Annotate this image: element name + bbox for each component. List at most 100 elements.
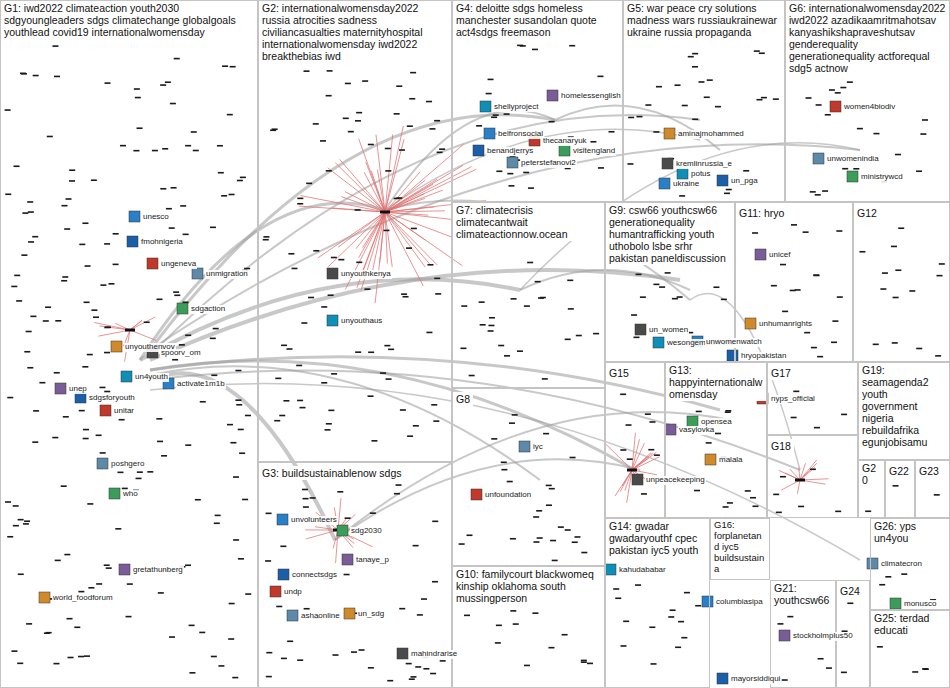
vertex-mark: [665, 272, 671, 274]
vertex-mark: [321, 382, 327, 384]
avatar-image: [100, 405, 111, 416]
hub-vertex: [795, 479, 805, 482]
vertex-mark: [79, 410, 85, 412]
vertex-mark: [552, 560, 558, 562]
vertex-mark: [628, 117, 634, 119]
vertex-mark: [495, 642, 501, 644]
group-panel: G22: [885, 460, 915, 518]
vertex-mark: [276, 606, 282, 608]
vertex-mark: [773, 494, 779, 496]
user-label: unhumanrights: [758, 320, 813, 329]
group-panel: G19: seamagenda2 youth government nigeri…: [858, 362, 950, 460]
vertex-mark: [835, 92, 841, 94]
vertex-mark: [859, 251, 865, 253]
user-label: sdgsforyouth: [88, 394, 136, 403]
group-heading: G1: iwd2022 climateaction youth2030 sdgy…: [1, 1, 257, 39]
group-heading: G15: [606, 366, 632, 380]
avatar-image: [471, 489, 482, 500]
vertex-mark: [401, 293, 407, 295]
vertex-mark: [370, 512, 376, 514]
vertex-mark: [406, 663, 412, 665]
group-heading: G26: yps un4you: [871, 519, 949, 545]
vertex-mark: [426, 101, 432, 103]
vertex-mark: [193, 150, 199, 152]
vertex-mark: [227, 424, 233, 426]
vertex-mark: [45, 306, 51, 308]
vertex-mark: [431, 404, 437, 406]
reply-edge: [372, 212, 385, 274]
vertex-mark: [806, 97, 812, 99]
vertex-mark: [235, 399, 241, 401]
hub-vertex: [627, 469, 637, 472]
vertex-mark: [569, 45, 575, 47]
group-panel: G18: [767, 435, 858, 518]
vertex-mark: [791, 417, 797, 419]
vertex-mark: [507, 481, 513, 483]
vertex-mark: [78, 591, 84, 593]
vertex-mark: [654, 454, 660, 456]
user-label: sdgaction: [190, 305, 226, 314]
vertex-mark: [459, 543, 465, 545]
vertex-mark: [380, 372, 386, 374]
group-heading: G19: seamagenda2 youth government nigeri…: [859, 363, 949, 449]
vertex-mark: [348, 131, 354, 133]
vertex-mark: [934, 494, 940, 496]
vertex-mark: [338, 259, 344, 261]
group-panel: G10: familycourt blackwomeq kinship okla…: [452, 566, 605, 688]
vertex-mark: [791, 224, 797, 226]
group-panel: G8: [452, 388, 605, 566]
avatar-image: [867, 558, 878, 569]
vertex-mark: [620, 645, 626, 647]
vertex-mark: [272, 128, 278, 130]
vertex-mark: [814, 275, 820, 277]
vertex-mark: [636, 116, 642, 118]
vertex-mark: [127, 583, 133, 585]
vertex-mark: [840, 87, 846, 89]
reply-edge: [385, 212, 453, 220]
vertex-mark: [304, 70, 310, 72]
user-label: unpeacekeeping: [645, 476, 706, 485]
avatar-image: [147, 258, 158, 269]
avatar-image: [659, 178, 670, 189]
vertex-mark: [565, 168, 571, 170]
vertex-mark: [5, 501, 11, 503]
user-label: mahindrarise: [410, 650, 458, 659]
reply-edge: [130, 330, 156, 340]
vertex-mark: [510, 610, 516, 612]
vertex-mark: [399, 149, 405, 151]
user-label: activate1m1b: [176, 380, 226, 389]
vertex-mark: [562, 634, 568, 636]
user-label: homelessenglish: [560, 92, 622, 101]
vertex-mark: [355, 120, 361, 122]
vertex-mark: [313, 123, 319, 125]
vertex-mark: [180, 205, 186, 207]
vertex-mark: [236, 404, 242, 406]
vertex-mark: [137, 127, 143, 129]
vertex-mark: [245, 415, 251, 417]
vertex-mark: [435, 293, 441, 295]
avatar-image: [830, 101, 841, 112]
vertex-mark: [156, 418, 162, 420]
vertex-mark: [233, 476, 239, 478]
vertex-mark: [238, 429, 244, 431]
vertex-mark: [308, 297, 314, 299]
vertex-mark: [723, 506, 729, 508]
vertex-mark: [692, 118, 698, 120]
user-label: hryopakistan: [740, 352, 787, 361]
vertex-mark: [825, 114, 831, 116]
vertex-mark: [359, 649, 365, 651]
vertex-mark: [158, 592, 164, 594]
avatar-image: [605, 564, 616, 575]
vertex-mark: [813, 274, 819, 276]
vertex-mark: [576, 335, 582, 337]
vertex-mark: [185, 145, 191, 147]
vertex-mark: [885, 576, 891, 578]
vertex-mark: [368, 667, 374, 669]
vertex-mark: [83, 429, 89, 431]
vertex-mark: [916, 348, 922, 350]
vertex-mark: [174, 58, 180, 60]
reply-edge: [371, 171, 385, 212]
vertex-mark: [173, 291, 179, 293]
vertex-mark: [152, 150, 158, 152]
vertex-mark: [460, 348, 466, 350]
